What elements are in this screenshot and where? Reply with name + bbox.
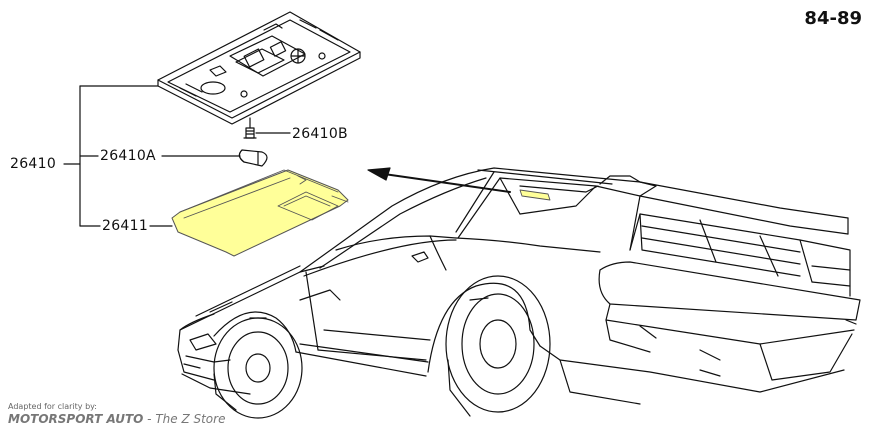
- lens-part: [171, 169, 349, 257]
- credit-adapted: Adapted for clarity by:: [8, 402, 97, 411]
- car-illustration: [177, 167, 861, 419]
- credit-line: MOTORSPORT AUTO - The Z Store: [8, 412, 225, 426]
- location-arrow: [367, 167, 511, 193]
- credit-suffix: - The Z Store: [143, 412, 226, 426]
- label-lens: 26411: [102, 218, 149, 234]
- leader-lines: [63, 85, 241, 227]
- year-range-label: 84-89: [804, 8, 862, 29]
- credit-brand: MOTORSPORT AUTO: [8, 412, 144, 426]
- bulb-part: [238, 149, 268, 167]
- label-assembly: 26410: [10, 156, 57, 172]
- label-bulb: 26410A: [100, 148, 156, 164]
- screw-part: [243, 117, 291, 139]
- lamp-housing: [157, 11, 361, 125]
- label-screw: 26410B: [292, 126, 348, 142]
